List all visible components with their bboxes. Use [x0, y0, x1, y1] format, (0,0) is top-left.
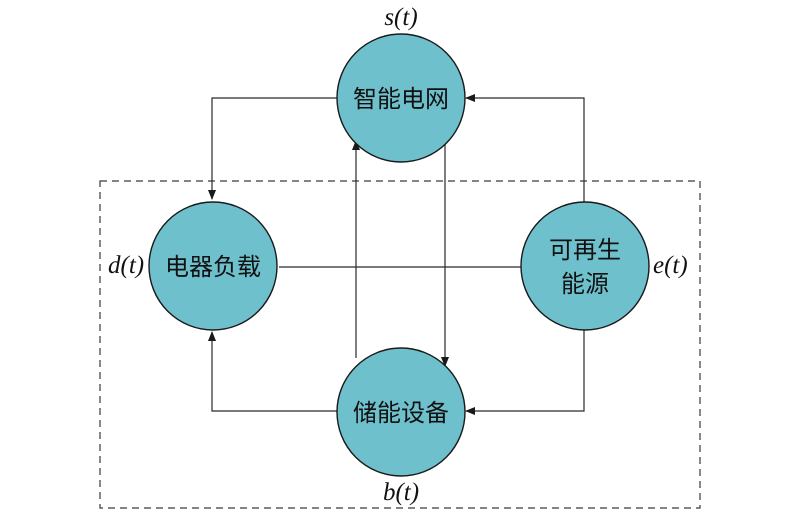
household-boundary: [99, 180, 701, 509]
node-smart-grid-circle: [336, 33, 466, 163]
edge-storage-to-load: [208, 331, 337, 412]
node-electrical-load-circle: [148, 201, 278, 331]
node-renewable-energy-label-line2: 能源: [561, 270, 609, 298]
node-electrical-load-label: 电器负载: [165, 253, 261, 281]
var-label-load: d(t): [108, 252, 144, 279]
edge-renewable-to-storage: [465, 330, 585, 415]
var-label-grid: s(t): [384, 4, 417, 31]
node-electrical-load: 电器负载: [148, 201, 278, 331]
node-renewable-energy: 可再生 能源: [520, 201, 650, 331]
node-smart-grid-label: 智能电网: [353, 85, 449, 113]
node-smart-grid: 智能电网: [336, 33, 466, 163]
var-label-renewable: e(t): [653, 252, 688, 279]
node-renewable-energy-circle: [520, 201, 650, 331]
edge-grid-to-load: [208, 97, 338, 200]
var-label-storage: b(t): [383, 479, 419, 506]
edge-renewable-to-grid: [465, 94, 585, 206]
node-energy-storage: 储能设备: [336, 347, 466, 477]
node-energy-storage-label: 储能设备: [353, 399, 449, 427]
node-energy-storage-circle: [336, 347, 466, 477]
node-renewable-energy-label-line1: 可再生: [549, 236, 621, 264]
